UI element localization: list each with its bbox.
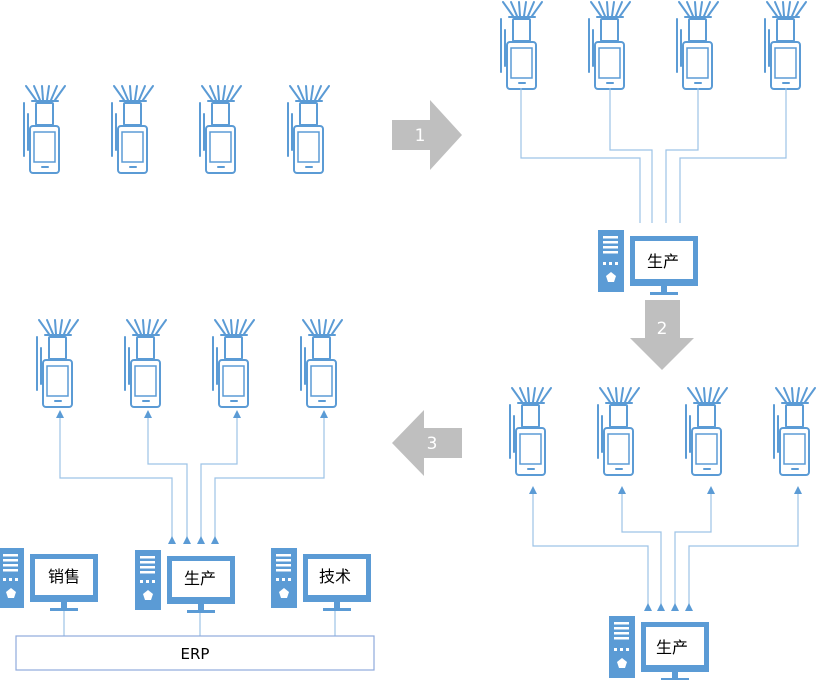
- stage2-computer-label: 生产: [647, 252, 679, 271]
- sprinkler-device-icon: [287, 85, 330, 174]
- erp-label: ERP: [181, 645, 210, 663]
- stage4-devices: [36, 319, 343, 408]
- stage3-devices: [509, 387, 816, 476]
- sprinkler-device-icon: [773, 387, 816, 476]
- erp-system-box: [15, 635, 375, 671]
- step-number-1: 1: [415, 126, 426, 146]
- stage1-devices: [23, 85, 330, 174]
- production-computer-stage3: [609, 616, 709, 680]
- sprinkler-device-icon: [111, 85, 154, 174]
- sprinkler-device-icon: [676, 1, 719, 90]
- computer-icon: [271, 548, 371, 611]
- production-computer-stage2: [598, 230, 698, 295]
- step-arrow-2: 2: [630, 300, 694, 370]
- sprinkler-device-icon: [588, 1, 631, 90]
- sprinkler-device-icon: [212, 319, 255, 408]
- sprinkler-device-icon: [23, 85, 66, 174]
- sprinkler-device-icon: [124, 319, 167, 408]
- sprinkler-device-icon: [300, 319, 343, 408]
- stage3-connectors: [529, 486, 802, 611]
- computer-icon: [135, 550, 235, 613]
- sprinkler-device-icon: [764, 1, 807, 90]
- sprinkler-device-icon: [509, 387, 552, 476]
- step-arrow-1: 1: [392, 100, 462, 170]
- sales-computer-label: 销售: [48, 567, 80, 586]
- production-computer-stage4: [135, 550, 235, 613]
- sprinkler-device-icon: [597, 387, 640, 476]
- tech-computer: [271, 548, 371, 611]
- step-number-3: 3: [427, 434, 438, 454]
- sprinkler-device-icon: [36, 319, 79, 408]
- step-number-2: 2: [657, 319, 668, 339]
- stage3-computer-label: 生产: [656, 638, 688, 657]
- stage2-connectors: [520, 88, 787, 223]
- sprinkler-device-icon: [500, 1, 543, 90]
- step-arrow-3: 3: [392, 410, 462, 476]
- tech-computer-label: 技术: [319, 567, 351, 586]
- stage2-devices: [500, 1, 807, 90]
- computer-icon: [609, 616, 709, 680]
- production-computer-label: 生产: [184, 569, 216, 588]
- computer-icon: [598, 230, 698, 295]
- computer-icon: [0, 548, 98, 611]
- sprinkler-device-icon: [685, 387, 728, 476]
- sprinkler-device-icon: [199, 85, 242, 174]
- sales-computer: [0, 548, 98, 611]
